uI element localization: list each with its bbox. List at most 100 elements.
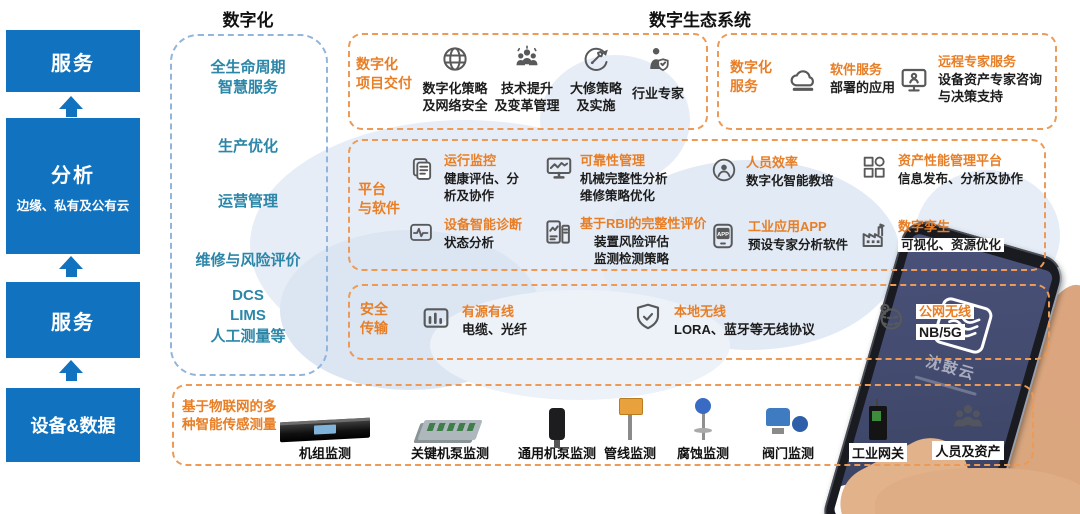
- wired-icon: [420, 302, 452, 334]
- item-title: 工业应用APP: [748, 219, 827, 234]
- platform-item: 人员效率 数字化智能教培: [746, 155, 866, 190]
- device-label: 阀门监测: [758, 443, 817, 462]
- corrosion-sensor-graphic: [693, 398, 713, 440]
- transmission-item: 公网无线 NB/5G: [916, 304, 1006, 341]
- apm-icon: [860, 153, 888, 181]
- item-title: 公网无线: [916, 304, 1006, 320]
- digital-service-label: 数字化 服务: [730, 59, 772, 94]
- platform-item: 资产性能管理平台 信息发布、分析及协作: [898, 153, 1043, 188]
- platform-item: 运行监控 健康评估、分 析及协作: [444, 153, 544, 204]
- device-label: 机组监测: [295, 443, 354, 462]
- stack-layer-label: 设备&数据: [30, 416, 116, 436]
- stack-layer-label: 分析: [51, 164, 95, 187]
- digitalization-item: 维修与风险评价: [195, 252, 301, 269]
- digitalization-column-box: [170, 34, 328, 376]
- digitalization-item: DCS LIMS 人工测量等: [210, 287, 286, 345]
- rbi-icon: [543, 217, 573, 247]
- item-title: 设备智能诊断: [444, 217, 523, 232]
- factory-icon: [858, 221, 888, 251]
- reliability-icon: [544, 153, 574, 183]
- header-digitalization: 数字化: [222, 11, 274, 30]
- people-icon: [948, 398, 988, 438]
- report-icon: [408, 154, 436, 184]
- device-unit-monitoring: 机组监测: [270, 392, 380, 463]
- platform-item: 设备智能诊断 状态分析: [444, 217, 554, 252]
- item-desc: 装置风险评估 监测检测策略: [594, 235, 670, 266]
- item-desc: 部署的应用: [830, 80, 896, 96]
- pipeline-sensor-graphic: [617, 398, 643, 440]
- hand-holding-phone-photo: 沈鼓云: [818, 216, 1080, 514]
- digital-service-item: 远程专家服务 设备资产专家咨询 与决策支持: [938, 54, 1053, 106]
- item-title: 可靠性管理: [580, 153, 646, 168]
- stack-layer-label: 服务: [51, 311, 95, 334]
- up-arrow-icon: [58, 96, 84, 117]
- stack-layer-analysis: 分析 边缘、私有及公有云: [6, 118, 140, 254]
- project-delivery-item-text: 大修策略 及实施: [569, 81, 622, 113]
- platform-item: 工业应用APP 预设专家分析软件: [748, 219, 873, 254]
- item-desc: NB/5G: [916, 323, 1006, 341]
- item-desc: 机械完整性分析 维修策略优化: [580, 172, 668, 203]
- secure-transmission-label: 安全 传输: [360, 301, 388, 336]
- up-arrow-icon: [58, 256, 84, 277]
- project-delivery-item-text: 数字化策略 及网络安全: [422, 81, 488, 113]
- project-delivery-item-text: 技术提升 及变革管理: [494, 81, 560, 113]
- device-valve-monitoring: 阀门监测: [733, 392, 843, 463]
- digitalization-item: 全生命周期 智慧服务: [210, 59, 286, 97]
- background-cloud: [430, 290, 730, 400]
- item-title: 人员效率: [746, 155, 799, 170]
- device-people-assets: 人员及资产: [913, 390, 1023, 461]
- digitalization-item: 运营管理: [217, 193, 278, 210]
- item-desc: 健康评估、分 析及协作: [444, 172, 520, 203]
- device-label: 通用机泵监测: [514, 443, 599, 462]
- svg-text:APP: APP: [717, 232, 729, 238]
- stack-layer-sublabel: 边缘、私有及公有云: [16, 198, 130, 213]
- iot-sensing-label: 基于物联网的多 种智能传感测量: [182, 399, 277, 433]
- up-arrow-icon: [58, 360, 84, 381]
- transmission-item: 有源有线 电缆、光纤: [462, 304, 582, 339]
- stack-layer-service-top: 服务: [6, 30, 140, 92]
- device-pipeline-monitoring: 管线监测: [575, 392, 685, 463]
- item-title: 运行监控: [444, 153, 497, 168]
- digitalization-item: 生产优化: [217, 138, 278, 155]
- device-label: 关键机泵监测: [407, 443, 492, 462]
- circuit-board-graphic: [417, 420, 483, 440]
- item-desc: 状态分析: [444, 236, 495, 251]
- device-key-pump-monitoring: 关键机泵监测: [395, 392, 505, 463]
- overhaul-icon: [581, 44, 611, 74]
- platform-item: 基于RBI的完整性评价 装置风险评估 监测检测策略: [580, 216, 740, 267]
- stack-layer-devices-data: 设备&数据: [6, 388, 140, 462]
- platform-item: 可靠性管理 机械完整性分析 维修策略优化: [580, 153, 705, 204]
- cylinder-sensor-graphic: [549, 408, 565, 448]
- platform-software-label: 平台 与软件: [358, 181, 400, 216]
- item-desc: 数字化智能教培: [746, 174, 834, 189]
- item-desc: LORA、蓝牙等无线协议: [674, 322, 815, 338]
- valve-sensor-graphic: [766, 406, 810, 440]
- platform-item: 数字孪生 可视化、资源优化: [898, 219, 1038, 254]
- item-title: 有源有线: [462, 304, 515, 319]
- project-delivery-item-text: 行业专家: [631, 86, 684, 101]
- header-ecosystem: 数字生态系统: [649, 11, 751, 30]
- device-corrosion-monitoring: 腐蚀监测: [648, 392, 758, 463]
- public-network-icon: [874, 301, 906, 333]
- device-industrial-gateway: 工业网关: [823, 392, 933, 463]
- item-desc: 预设专家分析软件: [748, 238, 849, 253]
- device-label: 腐蚀监测: [673, 443, 732, 462]
- transmission-item: 本地无线 LORA、蓝牙等无线协议: [674, 304, 864, 339]
- team-icon: [512, 44, 542, 74]
- device-label: 管线监测: [600, 443, 659, 462]
- item-desc: 信息发布、分析及协作: [898, 172, 1024, 187]
- device-label: 工业网关: [848, 443, 907, 462]
- industry-expert-icon: [643, 44, 673, 74]
- diagnosis-icon: [406, 219, 436, 247]
- background-cloud: [540, 55, 690, 185]
- device-label: 人员及资产: [932, 441, 1004, 460]
- item-title: 资产性能管理平台: [898, 153, 1003, 168]
- shield-check-icon: [632, 301, 664, 333]
- stack-layer-service-mid: 服务: [6, 282, 140, 358]
- item-desc: 设备资产专家咨询 与决策支持: [938, 72, 1043, 105]
- globe-icon: [440, 44, 470, 74]
- item-desc: 可视化、资源优化: [898, 237, 1038, 253]
- app-icon: APP: [708, 221, 738, 251]
- device-general-pump-monitoring: 通用机泵监测: [502, 392, 612, 463]
